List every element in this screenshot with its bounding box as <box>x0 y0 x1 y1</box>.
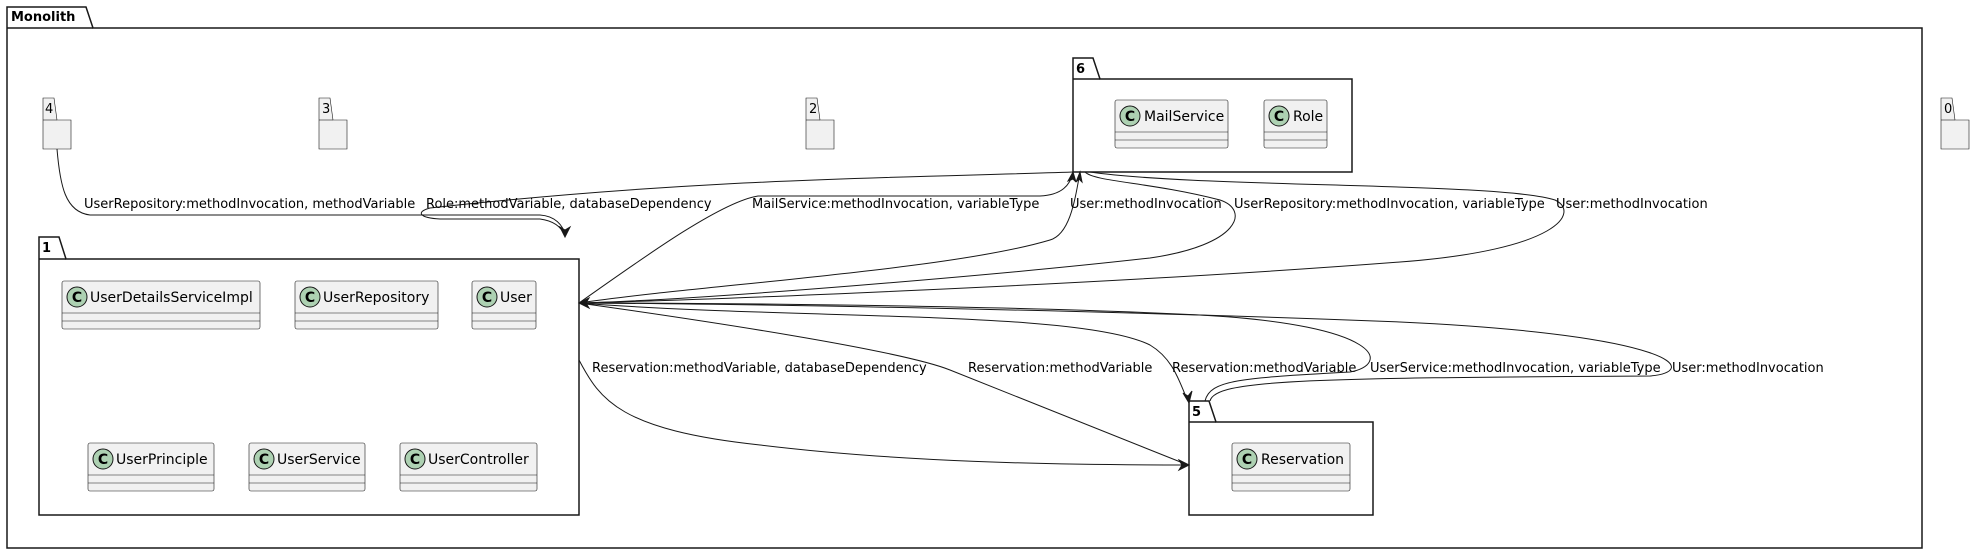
package-1[interactable]: 1 C UserDetailsServiceImpl C UserReposit… <box>38 236 580 516</box>
class-mailservice[interactable]: C MailService <box>1114 99 1229 149</box>
edge-mailservice: MailService:methodInvocation, variableTy… <box>578 170 1077 304</box>
package-5[interactable]: 5 C Reservation <box>1188 400 1374 516</box>
class-icon-letter: C <box>1242 452 1252 468</box>
package-1-title: 1 <box>42 241 51 256</box>
class-icon-letter: C <box>482 290 492 306</box>
class-usercontroller[interactable]: C UserController <box>399 442 538 492</box>
class-name: Reservation <box>1261 452 1344 468</box>
class-userservice[interactable]: C UserService <box>248 442 366 492</box>
class-icon <box>92 448 114 470</box>
edge-role: Role:methodVariable, databaseDependency <box>420 171 1074 237</box>
package-0[interactable]: 0 <box>1940 97 1970 150</box>
edge-label: UserRepository:methodInvocation, methodV… <box>84 197 415 212</box>
edge-userservice-5-to-1: UserService:methodInvocation, variableTy… <box>578 302 1661 402</box>
class-name: UserController <box>428 452 529 468</box>
edge-label: Role:methodVariable, databaseDependency <box>426 197 712 212</box>
edge-user-5-to-1: User:methodInvocation <box>578 302 1824 402</box>
class-name: Role <box>1293 109 1323 125</box>
edge-user-to-6: User:methodInvocation <box>578 170 1222 304</box>
edge-label: MailService:methodInvocation, variableTy… <box>752 197 1039 212</box>
class-name: User <box>500 290 532 306</box>
class-icon-letter: C <box>72 290 82 306</box>
class-icon <box>253 448 275 470</box>
package-4-title: 4 <box>45 102 53 117</box>
class-icon <box>404 448 426 470</box>
package-0-title: 0 <box>1944 102 1952 117</box>
package-3[interactable]: 3 <box>318 97 348 150</box>
class-userdetailsserviceimpl[interactable]: C UserDetailsServiceImpl <box>61 280 261 330</box>
edges: UserRepository:methodInvocation, methodV… <box>56 148 1824 472</box>
edge-label: UserService:methodInvocation, variableTy… <box>1370 361 1661 376</box>
edge-reservation-mv2: Reservation:methodVariable <box>578 302 1356 405</box>
class-icon <box>1236 448 1258 470</box>
class-icon <box>299 286 321 308</box>
edge-reservation-mv1: Reservation:methodVariable <box>578 302 1189 466</box>
package-5-title: 5 <box>1192 405 1201 420</box>
class-userrepository[interactable]: C UserRepository <box>294 280 439 330</box>
class-icon <box>66 286 88 308</box>
edge-label: User:methodInvocation <box>1556 197 1708 212</box>
edge-user-6-to-1: User:methodInvocation <box>578 171 1708 304</box>
class-icon-letter: C <box>1274 109 1284 125</box>
class-reservation[interactable]: C Reservation <box>1231 442 1351 492</box>
class-icon-letter: C <box>410 452 420 468</box>
edge-label: Reservation:methodVariable <box>968 361 1152 376</box>
class-role[interactable]: C Role <box>1263 99 1328 149</box>
package-2[interactable]: 2 <box>805 97 835 150</box>
class-name: MailService <box>1144 109 1224 125</box>
class-user[interactable]: C User <box>471 280 537 330</box>
class-name: UserRepository <box>323 290 429 306</box>
class-icon <box>1119 105 1141 127</box>
class-icon-letter: C <box>259 452 269 468</box>
edge-label: Reservation:methodVariable <box>1172 361 1356 376</box>
class-userprinciple[interactable]: C UserPrinciple <box>87 442 215 492</box>
class-name: UserPrinciple <box>116 452 208 468</box>
edge-label: UserRepository:methodInvocation, variabl… <box>1234 197 1545 212</box>
edge-label: User:methodInvocation <box>1672 361 1824 376</box>
package-6[interactable]: 6 C MailService C Role <box>1072 57 1353 173</box>
package-3-title: 3 <box>322 102 330 117</box>
class-icon-letter: C <box>98 452 108 468</box>
class-icon <box>1268 105 1290 127</box>
edge-reservation-db: Reservation:methodVariable, databaseDepe… <box>578 359 1191 472</box>
package-6-title: 6 <box>1076 62 1085 77</box>
class-icon-letter: C <box>305 290 315 306</box>
class-icon <box>476 286 498 308</box>
package-4[interactable]: 4 <box>42 97 72 150</box>
class-name: UserDetailsServiceImpl <box>90 290 253 306</box>
package-2-title: 2 <box>809 102 817 117</box>
package-monolith-title: Monolith <box>11 10 75 25</box>
edge-label: User:methodInvocation <box>1070 197 1222 212</box>
edge-4-to-1: UserRepository:methodInvocation, methodV… <box>56 148 572 239</box>
class-icon-letter: C <box>1125 109 1135 125</box>
class-name: UserService <box>277 452 361 468</box>
edge-label: Reservation:methodVariable, databaseDepe… <box>592 361 927 376</box>
